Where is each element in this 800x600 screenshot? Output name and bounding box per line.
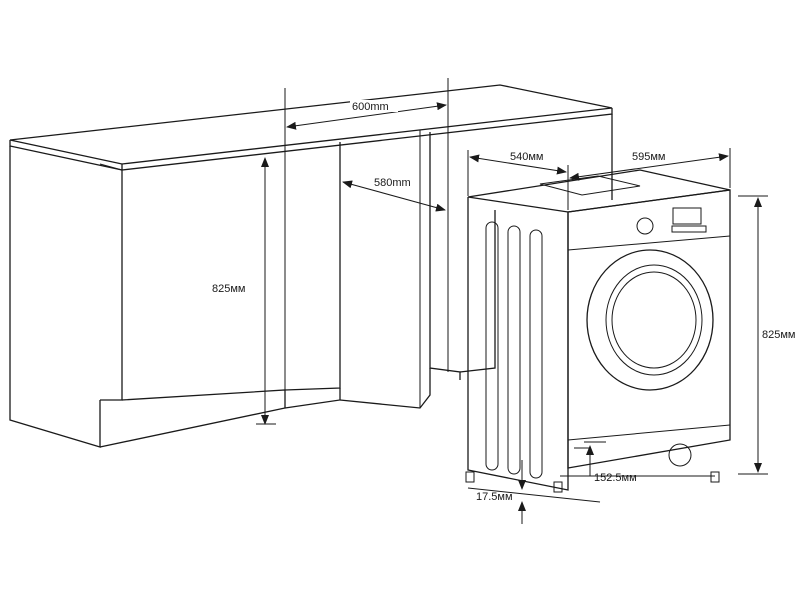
foot-front-right [710,471,720,483]
door-glass [605,264,703,376]
foot-front-left [553,481,563,493]
niche-depth-label: 580mm [374,177,411,189]
program-dial [636,217,654,235]
top-panel-insert [539,175,641,196]
dimension-lines [256,78,768,524]
right-cabinet [429,132,461,380]
washing-machine [465,169,731,493]
plinth [567,424,731,441]
side-ribs [485,221,543,479]
dimension-labels: 600mm 580mm 825мм 540мм 595мм 825мм 152.… [210,100,800,503]
drain-filter [668,443,692,467]
left-cabinet [9,146,101,448]
door [586,249,714,391]
control-buttons [671,225,707,233]
niche-width-label: 600mm [352,101,389,113]
machine-depth-label: 540мм [510,151,543,163]
countertop-front-edge [121,108,613,171]
machine-side-panel [467,197,569,491]
niche-back-wall [284,142,341,391]
foot-back-left [465,471,475,483]
feet-height-label: 17.5мм [476,491,513,503]
machine-height-label: 825мм [762,329,795,341]
niche-height-label: 825мм [212,283,245,295]
control-panel [567,235,731,251]
plinth-height-label: 152.5мм [594,472,637,484]
machine-front [567,189,731,469]
machine-width-label: 595мм [632,151,665,163]
display-screen [672,207,702,225]
cabinet-run [9,84,613,448]
